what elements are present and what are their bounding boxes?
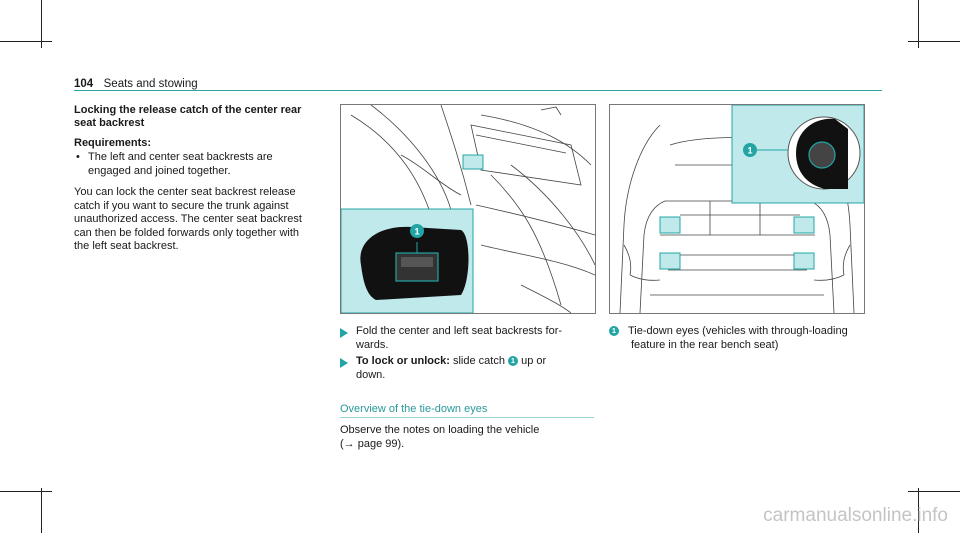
- tie-down-eyes-figure: 1: [609, 104, 865, 314]
- callout-badge: [410, 224, 424, 238]
- tie-down-eye-highlight: [659, 252, 681, 270]
- seat-illustration: 1: [341, 105, 595, 313]
- catch-highlight: [462, 154, 484, 170]
- crop-mark: [908, 41, 960, 42]
- step-arrow: [340, 358, 348, 368]
- seat-catch-figure: 1: [340, 104, 596, 314]
- crop-mark: [0, 491, 52, 492]
- callout-badge: 1: [609, 326, 619, 336]
- header-rule: [74, 90, 882, 91]
- overview-paragraph: Observe the notes on loading the vehicle…: [340, 424, 594, 451]
- watermark: carmanualsonline.info: [763, 505, 948, 526]
- crop-mark: [41, 488, 42, 533]
- crop-mark: [908, 491, 960, 492]
- trunk-illustration: 1: [619, 105, 864, 313]
- crop-mark: [918, 0, 919, 48]
- callout-badge: 1: [508, 356, 519, 366]
- body-paragraph: You can lock the center seat backrest re…: [74, 186, 302, 252]
- section-title: Seats and stowing: [103, 78, 198, 90]
- step-fold-seats: Fold the center and left seat backrests …: [356, 325, 563, 351]
- requirement-item: The left and center seat backrests are e…: [88, 151, 273, 177]
- step-arrow: [340, 328, 348, 338]
- tie-down-eye-highlight: [659, 216, 681, 234]
- page-reference[interactable]: (→ page 99).: [340, 437, 405, 450]
- bullet-dot: •: [76, 151, 80, 163]
- step-lock-unlock: To lock or unlock: slide catch 1 up or d…: [356, 355, 547, 381]
- overview-heading: Overview of the tie-down eyes: [340, 403, 488, 415]
- section-heading: Locking the release catch of the center …: [74, 104, 302, 129]
- crop-mark: [41, 0, 42, 48]
- tie-down-eye-highlight: [793, 252, 815, 270]
- tie-down-eye-highlight: [793, 216, 815, 234]
- crop-mark: [918, 488, 919, 533]
- svg-text:1: 1: [747, 146, 752, 156]
- crop-mark: [0, 41, 52, 42]
- page-number: 104: [74, 78, 94, 90]
- page-header: 104 Seats and stowing: [74, 74, 198, 92]
- requirements-label: Requirements:: [74, 137, 152, 149]
- svg-text:1: 1: [414, 227, 419, 237]
- overview-rule: [340, 417, 594, 418]
- callout-badge: [743, 143, 757, 157]
